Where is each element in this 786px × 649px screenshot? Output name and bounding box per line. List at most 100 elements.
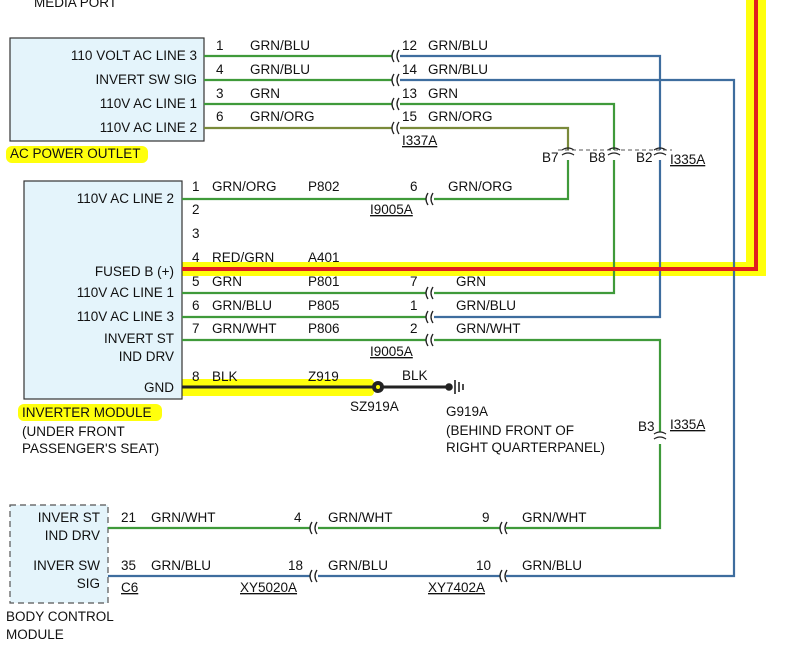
wire-color-label: GRN/BLU [428,62,488,77]
wire-color-label: GRN/BLU [456,298,516,313]
wire-color-label: RED/GRN [212,250,274,265]
pin-number: 2 [192,202,200,217]
pin-number: 4 [216,62,224,77]
connector-symbol-15 [391,121,400,135]
inverter-pin-label: 110V AC LINE 2 [77,191,174,206]
circuit-number: A401 [308,250,340,265]
inverter-location: (UNDER FRONT [22,424,125,439]
wire-color-label: GRN/BLU [428,38,488,53]
pin-number: 1 [192,179,200,194]
pin-number: 3 [216,86,224,101]
wire-color-label: GRN/ORG [448,179,513,194]
wire-color-label: GRN [212,274,242,289]
circuit-number: P805 [308,298,340,313]
wire-ac-line1-to-b8 [400,102,616,150]
connector-symbol-i9005a-2 [425,333,434,347]
wire-color-label: GRN/BLU [328,558,388,573]
pin-number: 35 [121,558,136,573]
wire-inv-st-to-b3 [434,338,662,432]
wire-color-label: GRN/WHT [212,321,277,336]
ground-location: RIGHT QUARTERPANEL) [446,440,605,455]
inverter-pin-label: IND DRV [119,349,174,364]
wire-color-label: GRN/WHT [151,510,216,525]
bcm-pin-label: INVER SW [33,558,100,573]
pin-number: 21 [121,510,136,525]
connector-symbol-xy5020a-4 [309,521,318,535]
inverter-pin-label: 110V AC LINE 1 [77,285,174,300]
pin-number: 15 [402,109,417,124]
ac-power-outlet-box [9,37,205,142]
pin-number: 12 [402,38,417,53]
connector-symbol-12 [391,49,400,63]
wire-b3-to-bcm [506,444,662,530]
inverter-location: PASSENGER'S SEAT) [22,441,159,456]
circuit-number: P806 [308,321,340,336]
wire-color-label: GRN/WHT [328,510,393,525]
pin-number: 8 [192,369,200,384]
wire-color-label: GRN/ORG [250,109,315,124]
pin-number: 14 [402,62,418,77]
bcm-pin-label: INVER ST [38,510,100,525]
wire-color-label: GRN [456,274,486,289]
circuit-number: Z919 [308,369,339,384]
pin-number: 1 [410,298,418,313]
pin-number: 9 [482,510,490,525]
bcm-name: BODY CONTROL [6,609,114,624]
wire-color-label: GRN/BLU [522,558,582,573]
wire-inv-ac-line3-to-b2 [434,160,662,319]
splice-label: B7 [542,150,559,165]
bcm-name: MODULE [6,627,64,642]
splice-symbol-b8 [607,147,621,156]
wire-color-label: GRN/BLU [250,62,310,77]
pin-number: 13 [402,86,417,101]
bcm-pin-label: IND DRV [45,528,100,543]
pin-number: 4 [294,510,302,525]
wire-inv-ac-line2-to-b7 [434,160,570,201]
ac-outlet-pin-label: INVERT SW SIG [95,72,197,87]
media-port-label: MEDIA PORT [34,0,117,10]
splice-symbol-b7 [561,147,575,156]
ac-outlet-pin-label: 110V AC LINE 2 [100,120,197,135]
wire-color-label: GRN/BLU [250,38,310,53]
connector-name: I335A [670,417,705,432]
splice-label: B8 [589,150,606,165]
wire-inv-ac-line1-to-b8 [434,160,616,295]
inverter-pin-label: GND [144,380,174,395]
ac-outlet-pin-label: 110V AC LINE 1 [100,96,197,111]
wire-color-label: BLK [212,369,238,384]
inverter-pin-label: FUSED B (+) [95,264,174,279]
pin-number: 5 [192,274,200,289]
connector-symbol-xy7402a-10 [499,569,508,583]
connector-name: I9005A [370,202,413,217]
connector-name: I9005A [370,344,413,359]
body-control-module-box [9,504,109,604]
ground-name: G919A [446,404,488,419]
pin-number: 1 [216,38,224,53]
splice-sz919a-center [376,385,380,389]
pin-number: 6 [216,109,224,124]
connector-name: I337A [402,133,437,148]
pin-number: 4 [192,250,200,265]
wire-color-label: GRN/WHT [456,321,521,336]
connector-name: I335A [670,152,705,167]
connector-name: XY7402A [428,580,485,595]
bcm-pin-label: SIG [77,576,100,591]
pin-number: 3 [192,226,200,241]
pin-number: 10 [476,558,491,573]
splice-symbol-b2 [653,147,667,156]
inverter-module-box [23,180,183,400]
connector-symbol-xy5020a-18 [309,569,318,583]
connector-symbol-i9005a-1 [425,310,434,324]
wire-color-label: GRN/BLU [212,298,272,313]
splice-label: B2 [636,150,653,165]
wire-ac-line3-to-b2 [400,54,662,150]
wire-invert-sw-sig-to-bcm [400,78,736,578]
wire-color-label: BLK [402,368,428,383]
ac-outlet-name: AC POWER OUTLET [10,146,141,161]
wire-color-label: GRN/ORG [428,109,493,124]
pin-number: 18 [288,558,303,573]
ac-outlet-pin-label: 110 VOLT AC LINE 3 [71,48,197,63]
wire-color-label: GRN/BLU [151,558,211,573]
connector-symbol-xy7402a-9 [499,521,508,535]
